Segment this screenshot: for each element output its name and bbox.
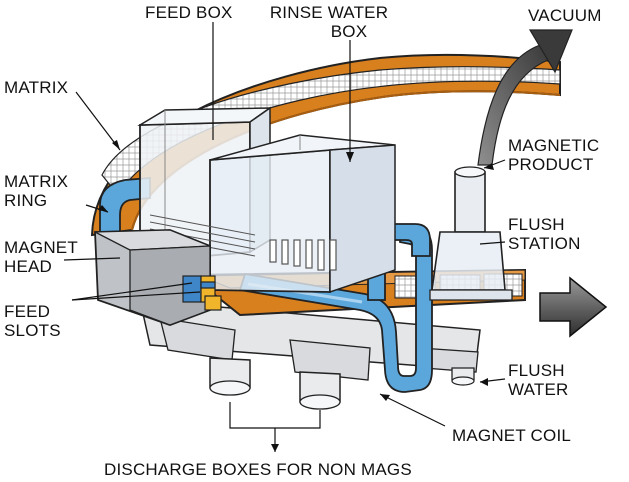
label-magnetic-product: MAGNETIC PRODUCT xyxy=(508,136,600,174)
label-matrix-ring: MATRIX RING xyxy=(4,172,69,210)
leader-lines xyxy=(63,22,506,452)
vacuum-arrow xyxy=(477,29,573,166)
label-discharge-boxes: DISCHARGE BOXES FOR NON MAGS xyxy=(104,460,412,479)
output-arrow xyxy=(539,276,608,338)
label-rinse-water-box: RINSE WATER BOX xyxy=(269,3,389,41)
label-magnet-head: MAGNET HEAD xyxy=(4,238,78,276)
leader-arrowheads xyxy=(98,140,494,452)
feed-slots xyxy=(182,275,222,311)
label-flush-station: FLUSH STATION xyxy=(508,215,581,253)
label-flush-water: FLUSH WATER xyxy=(508,361,569,399)
magnet-head xyxy=(94,229,211,326)
rinse-water-box xyxy=(209,134,396,294)
label-feed-box: FEED BOX xyxy=(145,3,233,22)
label-feed-slots: FEED SLOTS xyxy=(4,302,61,340)
label-vacuum: VACUUM xyxy=(528,6,602,25)
label-matrix: MATRIX xyxy=(4,78,69,97)
flush-station xyxy=(429,166,513,301)
label-magnet-coil: MAGNET COIL xyxy=(452,426,572,445)
discharge-box-outlets xyxy=(209,357,475,410)
